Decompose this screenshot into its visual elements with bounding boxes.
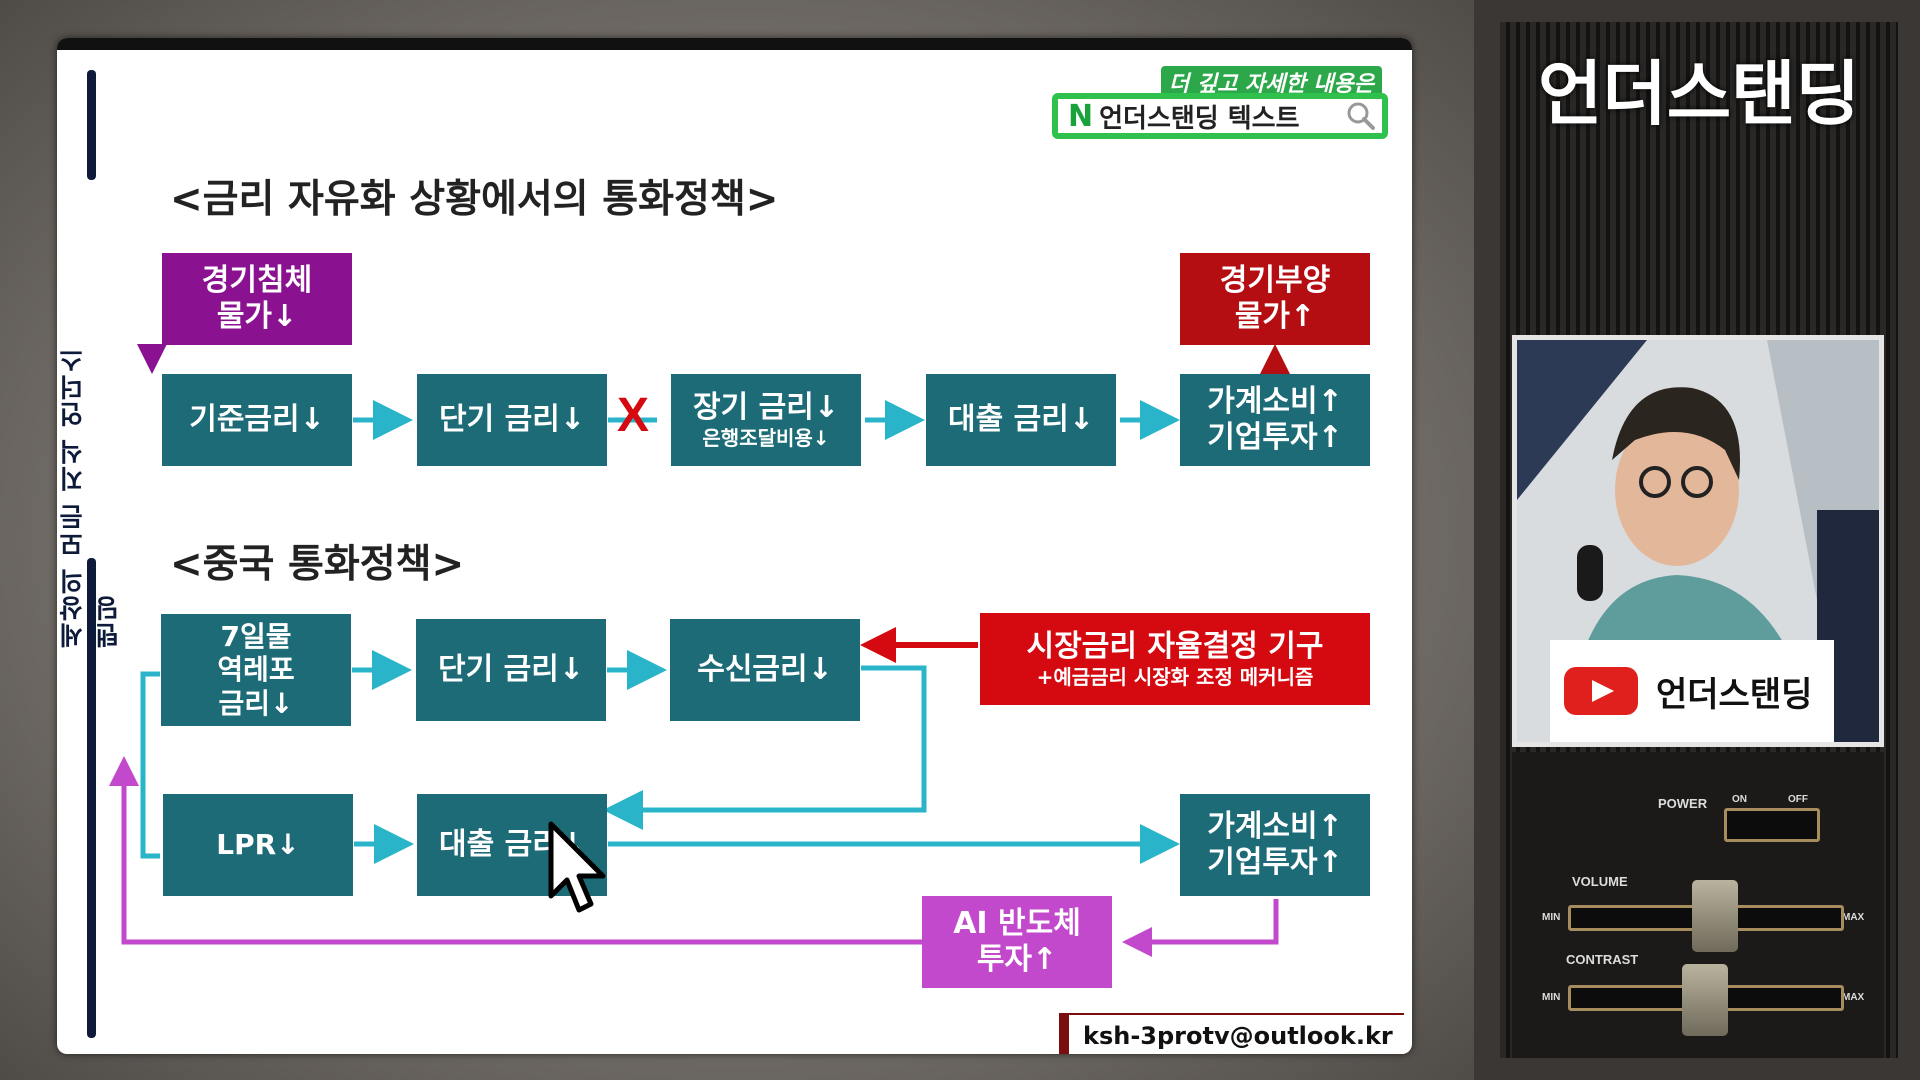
side-line-bottom [87,558,96,1038]
base-rate-box: 기준금리↓ [162,374,352,466]
short-rate-box: 단기 금리↓ [417,374,607,466]
diagram-connectors [109,344,1290,957]
power-switch[interactable] [1724,808,1820,842]
ai-investment-box: AI 반도체 투자↑ [922,896,1112,988]
contrast-max-label: MAX [1842,992,1865,1003]
retro-controls: POWER ON OFF VOLUME MIN MAX CONTRAST MIN… [1512,752,1884,1058]
slide-top-bar [57,38,1412,50]
search-icon [1347,102,1375,130]
volume-min-label: MIN [1542,912,1561,923]
naver-search-badge[interactable]: 더 깊고 자세한 내용은 N 언더스탠딩 텍스트 [1052,66,1392,142]
result-box-2: 가계소비↑ 기업투자↑ [1180,794,1370,896]
lpr-box: LPR↓ [163,794,353,896]
contrast-label: CONTRAST [1566,952,1639,967]
recession-line1: 경기침체 [201,263,313,298]
section1-title: <금리 자유화 상황에서의 통화정책> [170,177,779,222]
ai-line1: AI 반도체 [953,906,1081,941]
recession-line2: 물가↓ [216,299,298,334]
section2-arrows [109,627,1279,957]
badge-caption: 더 깊고 자세한 내용은 [1160,66,1382,98]
recession-box: 경기침체 물가↓ [162,253,352,345]
side-line-top [87,70,96,180]
power-off-label: OFF [1788,794,1808,805]
blocked-mark: X [617,389,650,442]
result1-line2: 기업투자↑ [1207,420,1343,455]
section1-arrows [137,344,1290,440]
repo-line1: 7일물 [220,619,292,653]
market-rate-box: 시장금리 자율결정 기구 +예금금리 시장화 조정 메커니즘 [980,613,1370,705]
result-box-1: 가계소비↑ 기업투자↑ [1180,374,1370,466]
repo-line3: 금리↓ [218,686,294,720]
power-on-label: ON [1732,794,1747,805]
contrast-min-label: MIN [1542,992,1561,1003]
youtube-channel-bar[interactable]: 언더스탠딩 [1550,640,1834,742]
long-rate-line1: 장기 금리↓ [693,390,839,425]
presentation-slide: 세상의 모든 지식 언더스탠딩 더 깊고 자세한 내용은 N 언더스탠딩 텍스트 [57,38,1412,1054]
short-rate-box-2: 단기 금리↓ [416,619,606,721]
ai-line2: 투자↑ [976,942,1058,977]
badge-search-text: 언더스탠딩 텍스트 [1099,103,1300,134]
long-rate-line2: 은행조달비용↓ [702,426,830,450]
youtube-channel-label: 언더스탠딩 [1656,674,1813,715]
mouse-cursor-icon [548,821,606,913]
stimulus-line1: 경기부양 [1219,263,1331,298]
power-label: POWER [1658,796,1708,811]
volume-slider-knob[interactable] [1692,880,1738,952]
channel-title: 언더스탠딩 [1538,53,1860,135]
result2-line1: 가계소비↑ [1207,809,1343,844]
repo-rate-box: 7일물 역레포 금리↓ [161,614,351,726]
deposit-rate-box: 수신금리↓ [670,619,860,721]
contact-email: ksh-3protv@outlook.kr [1059,1013,1404,1054]
result2-line2: 기업투자↑ [1207,845,1343,880]
result1-line1: 가계소비↑ [1207,384,1343,419]
volume-max-label: MAX [1842,912,1865,923]
volume-label: VOLUME [1572,874,1628,889]
market-line1: 시장금리 자율결정 기구 [1026,629,1324,664]
youtube-icon [1564,667,1638,715]
contrast-slider-knob[interactable] [1682,964,1728,1036]
naver-logo: N [1068,98,1094,134]
stimulus-line2: 물가↑ [1234,299,1316,334]
stimulus-box: 경기부양 물가↑ [1180,253,1370,345]
repo-line2: 역레포 [217,653,295,687]
loan-rate-box: 대출 금리↓ [926,374,1116,466]
section2-title: <중국 통화정책> [170,542,465,587]
long-rate-box: 장기 금리↓ 은행조달비용↓ [671,374,861,466]
market-line2: +예금금리 시장화 조정 메커니즘 [1036,665,1314,689]
badge-search-box[interactable]: N 언더스탠딩 텍스트 [1052,93,1388,139]
